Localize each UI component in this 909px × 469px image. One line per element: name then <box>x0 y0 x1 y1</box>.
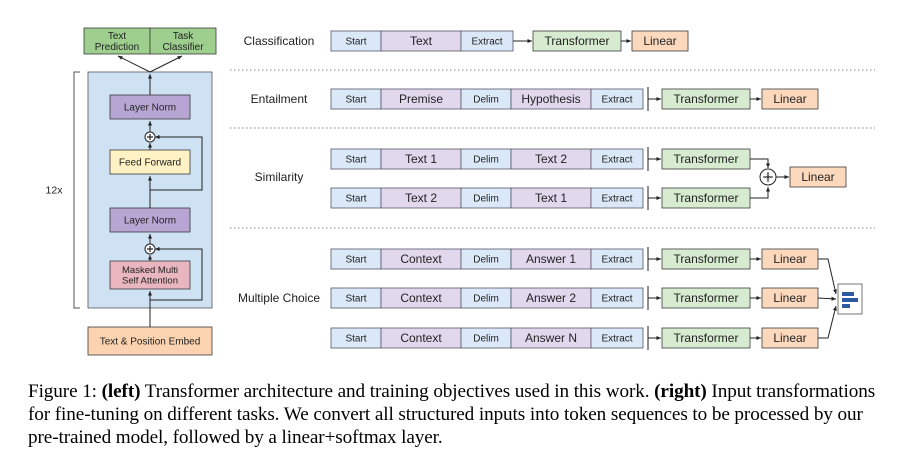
softmax-bar-3 <box>842 304 850 308</box>
sim-seq-1-tok-3-label: Text 2 <box>535 152 567 166</box>
residual-path-ff <box>150 135 203 191</box>
mc-3-seq-tok-4 <box>590 327 644 349</box>
ent-seq-tok-4-label: Extract <box>601 95 632 106</box>
mc-3-seq-tok-3-label: Answer N <box>525 331 577 345</box>
sim-seq-2-tok-4 <box>590 187 644 209</box>
mc-3-transformer-label: Transformer <box>674 331 739 345</box>
ent-seq-tok-4 <box>590 88 644 110</box>
feed-forward-label: Feed Forward <box>119 158 181 169</box>
layer-norm-top <box>109 94 191 120</box>
repeat-label: 12x <box>46 185 64 197</box>
sim-2-transformer-label: Transformer <box>674 191 739 205</box>
sim-seq-1-tok-0-label: Start <box>345 155 366 166</box>
mc-2-seq-tok-2-label: Delim <box>473 294 499 305</box>
text-position-embed <box>87 326 213 356</box>
mc-3-seq-tok-4-label: Extract <box>601 334 632 345</box>
mc-1-seq-tok-2-label: Delim <box>473 255 499 266</box>
task-entailment: Entailment <box>251 92 308 106</box>
mc-1-seq-tok-1-label: Context <box>400 252 442 266</box>
task-classifier-head <box>149 27 217 55</box>
mc-1-linear-label: Linear <box>773 252 806 266</box>
sim-linear <box>789 166 847 188</box>
cls-transformer-label: Transformer <box>545 34 610 48</box>
mc-to-softmax-1 <box>818 258 837 295</box>
caption-left-text: Transformer architecture and training ob… <box>140 381 655 402</box>
masked-self-attention <box>109 260 191 290</box>
softmax-bar-1 <box>842 292 854 296</box>
caption-right-tag: (right) <box>654 381 707 402</box>
mc-to-softmax-3 <box>818 305 837 339</box>
sim-arrow-up <box>750 158 770 168</box>
mc-3-seq-tok-2-label: Delim <box>473 334 499 345</box>
mc-1-seq-tok-0-label: Start <box>345 255 366 266</box>
mc-2-seq-tok-4-label: Extract <box>601 294 632 305</box>
ent-seq-tok-0-label: Start <box>345 95 366 106</box>
sim-arrow-down <box>750 187 770 199</box>
mc-2-linear-label: Linear <box>773 291 806 305</box>
ent-seq-tok-2-label: Delim <box>473 95 499 106</box>
mc-2-seq-tok-1-label: Context <box>400 291 442 305</box>
text-prediction-head <box>83 27 151 55</box>
mc-2-seq-tok-4 <box>590 287 644 309</box>
cls-linear <box>631 30 689 52</box>
cls-seq-tok-2-label: Extract <box>471 37 502 48</box>
sim-seq-1-tok-4 <box>590 148 644 170</box>
caption-prefix: Figure 1: <box>28 381 102 402</box>
feed-forward <box>109 149 191 175</box>
layer-norm-bottom <box>109 207 191 233</box>
softmax-bar-2 <box>842 298 858 302</box>
sim-linear-label: Linear <box>801 170 834 184</box>
ent-seq-tok-1-label: Premise <box>399 92 443 106</box>
mc-3-seq-tok-1-label: Context <box>400 331 442 345</box>
sim-seq-2-tok-2-label: Delim <box>473 194 499 205</box>
layer-norm-top-label: Layer Norm <box>124 103 176 114</box>
cls-seq-tok-1-label: Text <box>410 34 433 48</box>
mc-3-linear-label: Linear <box>773 331 806 345</box>
sim-seq-2-tok-0-label: Start <box>345 194 366 205</box>
figure-caption: Figure 1: (left) Transformer architectur… <box>28 380 894 449</box>
task-similarity: Similarity <box>255 170 304 184</box>
task-multiple-choice: Multiple Choice <box>238 291 320 305</box>
text-position-embed-label: Text & Position Embed <box>100 337 201 348</box>
ent-seq-tok-3-label: Hypothesis <box>521 92 580 106</box>
mc-2-transformer-label: Transformer <box>674 291 739 305</box>
repeat-bracket <box>73 71 80 309</box>
sim-1-transformer-label: Transformer <box>674 152 739 166</box>
mc-2-seq-tok-0-label: Start <box>345 294 366 305</box>
sim-seq-2-tok-1-label: Text 2 <box>405 191 437 205</box>
mc-2-seq-tok-3-label: Answer 2 <box>526 291 576 305</box>
cls-seq-tok-0-label: Start <box>345 37 366 48</box>
sim-seq-1-tok-1-label: Text 1 <box>405 152 437 166</box>
sim-seq-2-tok-3-label: Text 1 <box>535 191 567 205</box>
mc-1-seq-tok-4 <box>590 248 644 270</box>
arrow-to-text-prediction <box>117 55 151 73</box>
ent-linear <box>761 88 819 110</box>
ent-transformer-label: Transformer <box>674 92 739 106</box>
sim-seq-1-tok-4-label: Extract <box>601 155 632 166</box>
cls-linear-label: Linear <box>643 34 676 48</box>
mc-1-seq-tok-3-label: Answer 1 <box>526 252 576 266</box>
mc-3-seq-tok-0-label: Start <box>345 334 366 345</box>
task-classification: Classification <box>244 34 315 48</box>
residual-path-attn <box>150 247 203 301</box>
mc-1-seq-tok-4-label: Extract <box>601 255 632 266</box>
arrow-to-task-classifier <box>149 55 183 73</box>
layer-norm-bottom-label: Layer Norm <box>124 216 176 227</box>
caption-right-text: Input transformations for fine-tuning on… <box>28 381 876 448</box>
mc-to-softmax-2 <box>817 296 837 301</box>
mc-1-transformer-label: Transformer <box>674 252 739 266</box>
sim-seq-1-tok-2-label: Delim <box>473 155 499 166</box>
sim-seq-2-tok-4-label: Extract <box>601 194 632 205</box>
ent-linear-label: Linear <box>773 92 806 106</box>
caption-left-tag: (left) <box>101 381 141 402</box>
